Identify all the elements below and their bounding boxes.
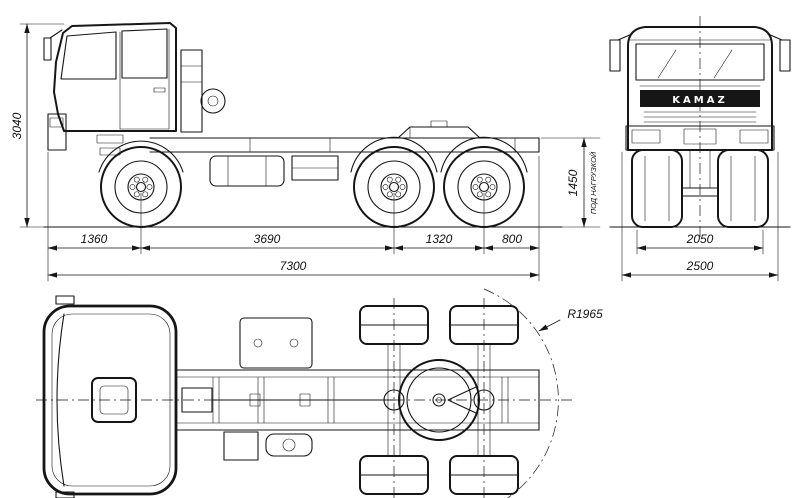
middle-axle-diff bbox=[383, 389, 405, 411]
headlight-right bbox=[739, 129, 769, 144]
rear-axle-diff bbox=[473, 389, 495, 411]
rear-wheel-top-left bbox=[449, 305, 519, 345]
equipment-bottom-top bbox=[223, 431, 313, 461]
roof-hatch bbox=[91, 377, 137, 423]
turning-radius-arc bbox=[483, 288, 559, 498]
brand-band bbox=[640, 90, 760, 107]
air-intake-exhaust bbox=[180, 49, 226, 133]
dim-wheelbase-label: 3690 bbox=[254, 232, 281, 246]
headlight-side bbox=[49, 117, 64, 128]
front-wheel-right bbox=[717, 149, 769, 228]
middle-wheel-top-left bbox=[359, 305, 429, 345]
bumper-front bbox=[625, 125, 775, 151]
cab-side bbox=[43, 22, 177, 156]
dim-tandem-spacing-label: 1320 bbox=[426, 232, 453, 246]
dim-side-lengths: 1360 3690 1320 800 7300 bbox=[47, 151, 540, 282]
dim-saddle-height-note: ПОД НАГРУЗКОЙ bbox=[589, 151, 598, 214]
frame-top bbox=[175, 369, 540, 431]
u-joint-1 bbox=[249, 393, 261, 407]
chassis-frame-side bbox=[149, 137, 540, 153]
dim-overall-length-label: 7300 bbox=[280, 259, 307, 273]
muffler-top bbox=[265, 433, 313, 457]
fender-middle-axle bbox=[350, 136, 438, 173]
mirror-top-upper bbox=[55, 295, 75, 305]
toolbox-top bbox=[239, 317, 313, 369]
top-view: R1965 bbox=[36, 288, 603, 498]
mirror-left-front bbox=[609, 33, 633, 72]
dim-overall-height: 3040 bbox=[10, 23, 65, 228]
front-wheel-left bbox=[631, 149, 683, 228]
u-joint-2 bbox=[299, 393, 311, 407]
turning-radius-label: R1965 bbox=[567, 307, 603, 321]
windshield-front bbox=[635, 43, 765, 81]
front-axle-front bbox=[681, 149, 719, 197]
battery-box-side bbox=[291, 155, 339, 181]
windshield-side bbox=[60, 31, 117, 80]
cab-step-upper bbox=[96, 134, 124, 144]
dim-saddle-height-label: 1450 bbox=[566, 169, 580, 196]
door-window-side bbox=[121, 28, 168, 79]
fender-front-axle bbox=[98, 140, 184, 173]
mirror-top-lower bbox=[55, 491, 75, 498]
dim-rear-overhang-label: 800 bbox=[502, 232, 522, 246]
side-view bbox=[43, 22, 563, 228]
mirror-side bbox=[43, 37, 52, 61]
wiper-left bbox=[657, 49, 677, 79]
cab-step-lower bbox=[99, 147, 121, 156]
brand-logo-text: KAMAZ bbox=[672, 95, 727, 106]
dim-overall-height-label: 3040 bbox=[10, 112, 24, 139]
driveline-top bbox=[181, 387, 495, 413]
turning-radius-annotation: R1965 bbox=[483, 288, 603, 498]
dim-track-width-label: 2050 bbox=[686, 232, 714, 246]
cab-top bbox=[42, 295, 178, 498]
wiper-right bbox=[713, 49, 733, 79]
dim-overall-width-label: 2500 bbox=[686, 259, 714, 273]
fender-rear-axle bbox=[440, 136, 528, 173]
windshield-curve-top bbox=[56, 313, 65, 487]
cab-outline-top bbox=[42, 304, 178, 496]
cab-outline-side bbox=[53, 22, 177, 132]
mirror-right-front bbox=[767, 33, 791, 72]
turning-radius-leader bbox=[538, 319, 561, 332]
dim-front-widths: 2050 2500 bbox=[621, 151, 779, 282]
dim-saddle-height: 1450 ПОД НАГРУЗКОЙ bbox=[540, 137, 601, 228]
cab-front bbox=[627, 26, 773, 151]
license-plate bbox=[683, 128, 717, 145]
front-view: KAMAZ bbox=[609, 16, 791, 238]
dim-front-overhang-label: 1360 bbox=[81, 232, 108, 246]
headlight-left bbox=[631, 129, 661, 144]
fifth-wheel-side bbox=[397, 120, 481, 139]
fifth-wheel-top bbox=[398, 359, 480, 441]
cab-outline-front bbox=[627, 26, 773, 151]
grille-front: KAMAZ bbox=[640, 90, 760, 123]
fuel-tank-side bbox=[209, 155, 285, 187]
door-handle bbox=[153, 87, 166, 93]
